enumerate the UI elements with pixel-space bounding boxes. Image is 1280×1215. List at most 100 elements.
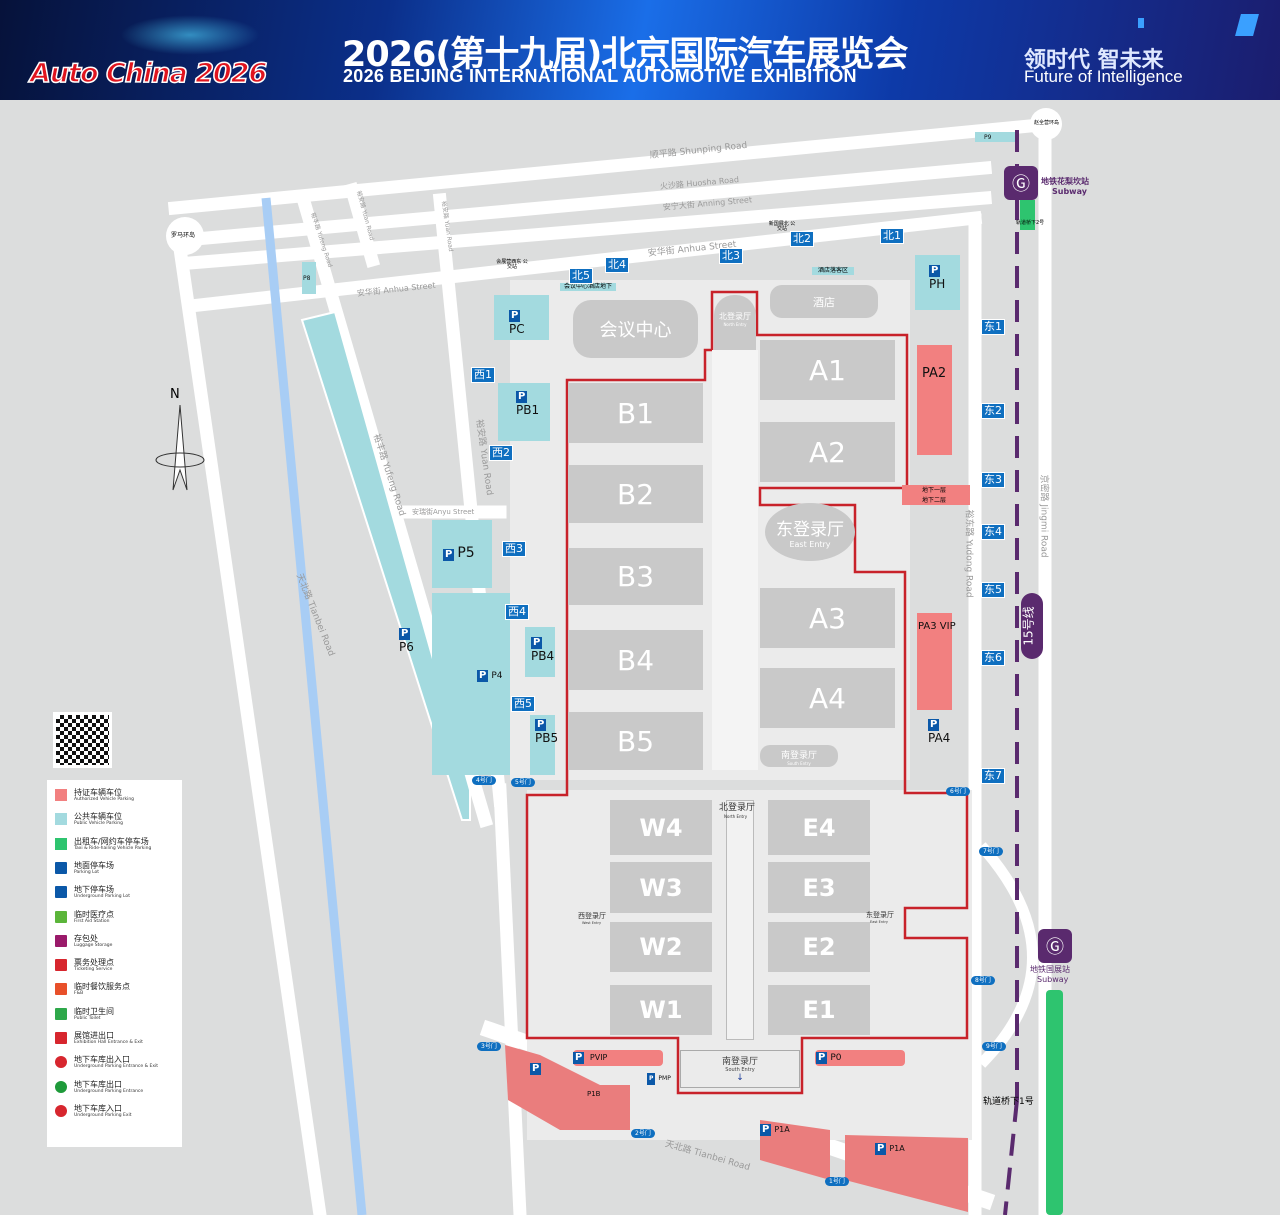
authorized-parking-swatch: [55, 789, 67, 801]
parking-icon: [55, 861, 67, 874]
gate-1[interactable]: 1号门: [825, 1177, 849, 1186]
hotel[interactable]: 酒店: [770, 285, 878, 318]
hall-b5[interactable]: B5: [568, 712, 703, 770]
gate-north-4[interactable]: 北4: [605, 257, 629, 273]
gate-5[interactable]: 5号门: [511, 778, 535, 787]
hall-b3[interactable]: B3: [568, 548, 703, 605]
north-entry-hall[interactable]: 北登录厅 North Entry: [714, 295, 756, 350]
hall-w1[interactable]: W1: [610, 985, 712, 1035]
gate-north-1[interactable]: 北1: [880, 228, 904, 244]
hall-w4[interactable]: W4: [610, 800, 712, 855]
south-entry-a-cn: 南登录厅: [780, 751, 817, 761]
parking-icon: P: [399, 628, 411, 640]
qr-code[interactable]: [53, 712, 112, 768]
conf-hotel-underground-label: 会议中心酒店地下: [560, 283, 617, 291]
gate-east-7[interactable]: 东7: [981, 768, 1005, 784]
parking-pa4-label: PA4: [928, 731, 951, 745]
hall-b1[interactable]: B1: [568, 383, 703, 443]
taxi-parking-swatch: [55, 837, 67, 850]
east-entry-hall[interactable]: 东登录厅 East Entry: [765, 503, 855, 561]
gate-north-3[interactable]: 北3: [719, 248, 743, 264]
legend-label-en: First Aid Station: [74, 918, 110, 924]
entrance-exit-arrows-icon: [55, 1032, 67, 1044]
hall-a1[interactable]: A1: [760, 340, 895, 400]
bus-stop-west-label: 会展营西东 公交站: [496, 259, 528, 270]
parking-pvip[interactable]: P PVIP: [573, 1052, 607, 1064]
hall-a2[interactable]: A2: [760, 422, 895, 482]
parking-p9[interactable]: P9: [984, 134, 992, 141]
food-icon: [55, 983, 67, 996]
legend-label-en: Underground Parking Lot: [74, 894, 130, 900]
gate-2[interactable]: 2号门: [631, 1129, 655, 1138]
gate-9[interactable]: 9号门: [982, 1042, 1006, 1051]
hall-e2[interactable]: E2: [768, 922, 870, 972]
gate-west-3[interactable]: 西3: [502, 541, 526, 557]
hall-e4[interactable]: E4: [768, 800, 870, 855]
parking-pc-label: PC: [509, 322, 525, 336]
hall-a4[interactable]: A4: [760, 668, 895, 728]
gate-east-5[interactable]: 东5: [981, 582, 1005, 598]
venue-map[interactable]: 会议中心 酒店 酒店落客区 会议中心酒店地下 北登录厅 North Entry …: [0, 100, 1280, 1215]
gate-east-3[interactable]: 东3: [981, 472, 1005, 488]
north-arrow-icon: [155, 404, 205, 491]
gate-north-2[interactable]: 北2: [790, 231, 814, 247]
gate-west-5[interactable]: 西5: [511, 696, 535, 712]
legend-label: 展馆进出口: [74, 1031, 114, 1040]
gate-west-1[interactable]: 西1: [471, 367, 495, 383]
gate-7[interactable]: 7号门: [979, 847, 1003, 856]
parking-pa3-vip[interactable]: PA3 VIP: [918, 621, 956, 632]
legend-label: 临时医疗点: [74, 909, 114, 919]
gate-east-6[interactable]: 东6: [981, 650, 1005, 666]
bus-stop-north-label: 新国展北 公交站: [768, 221, 796, 232]
gate-6[interactable]: 6号门: [946, 787, 970, 796]
gate-3[interactable]: 3号门: [477, 1042, 501, 1051]
hall-w2[interactable]: W2: [610, 922, 712, 972]
hall-e3[interactable]: E3: [768, 862, 870, 913]
south-entry-hall-a[interactable]: 南登录厅 South Entry: [760, 745, 838, 767]
p9-area: [975, 132, 1015, 142]
parking-pa2[interactable]: PA2: [922, 366, 947, 381]
hall-b2[interactable]: B2: [568, 465, 703, 523]
legend-label: 地面停车场: [74, 860, 114, 870]
parking-p8[interactable]: P8: [303, 275, 311, 282]
gate-east-2[interactable]: 东2: [981, 403, 1005, 419]
legend-label-en: Authorized Vehicle Parking: [74, 797, 135, 802]
south-entry-hall[interactable]: 南登录厅 South Entry ↓: [680, 1050, 800, 1088]
canal: [261, 197, 367, 1215]
legend-label-en: Public Toilet: [74, 1015, 101, 1021]
hall-a3[interactable]: A3: [760, 588, 895, 648]
gate-4[interactable]: 4号门: [472, 776, 496, 785]
hall-e1[interactable]: E1: [768, 985, 870, 1035]
page-subtitle: 2026 BEIJING INTERNATIONAL AUTOMOTIVE EX…: [343, 66, 857, 86]
hall-w3[interactable]: W3: [610, 862, 712, 913]
gate-north-5[interactable]: 北5: [569, 268, 593, 284]
gate-west-4[interactable]: 西4: [505, 604, 529, 620]
gate-west-2[interactable]: 西2: [489, 445, 513, 461]
gate-east-4[interactable]: 东4: [981, 524, 1005, 540]
hall-b4[interactable]: B4: [568, 630, 703, 690]
bridge-parking-2-label: 轨道桥下2号: [1016, 220, 1045, 226]
gate-8[interactable]: 8号门: [971, 976, 995, 985]
roundabout-west: [166, 217, 204, 255]
parking-p1b[interactable]: P1B: [587, 1090, 601, 1098]
legend-label-en: F&B: [74, 991, 84, 997]
conference-center[interactable]: 会议中心: [573, 300, 698, 358]
gate-east-1[interactable]: 东1: [981, 319, 1005, 335]
